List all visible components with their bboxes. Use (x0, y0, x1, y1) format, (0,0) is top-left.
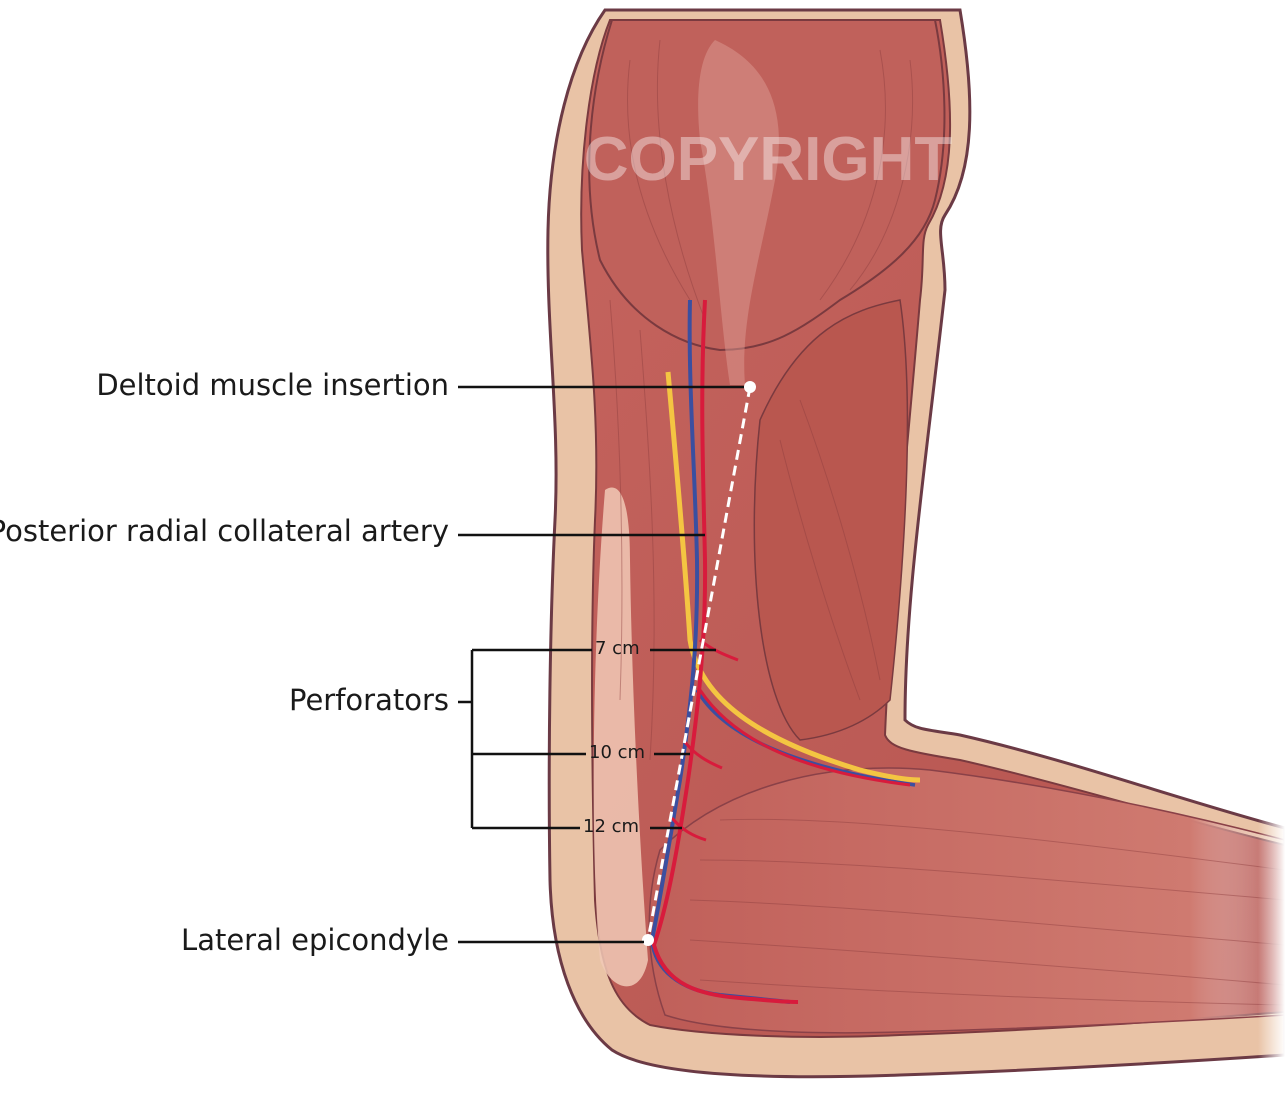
radial-nerve (665, 371, 921, 783)
brachioradialis-muscle (753, 299, 909, 741)
label-posterior-radial-collateral-artery: Posterior radial collateral artery (0, 514, 449, 548)
leader-lines (458, 385, 744, 944)
distance-10cm: 10 cm (589, 742, 646, 763)
deltoid-highlight (698, 40, 779, 385)
deltoid-insertion-point (744, 381, 756, 393)
perforator-10cm (683, 741, 723, 770)
label-perforators: Perforators (288, 683, 449, 717)
humerus-highlight (593, 487, 648, 987)
label-lateral-epicondyle: Lateral epicondyle (181, 923, 449, 957)
deltoid-muscle (588, 19, 946, 352)
artery-branch (698, 689, 911, 787)
reference-dashed-line (646, 386, 752, 941)
posterior-radial-collateral-artery (651, 299, 799, 1004)
copyright-watermark: COPYRIGHT (584, 125, 953, 194)
distance-7cm: 7 cm (595, 638, 640, 659)
label-deltoid-insertion: Deltoid muscle insertion (96, 368, 449, 402)
distance-12cm: 12 cm (583, 816, 640, 837)
perforator-12cm (670, 817, 707, 842)
lateral-epicondyle-point (642, 934, 654, 946)
